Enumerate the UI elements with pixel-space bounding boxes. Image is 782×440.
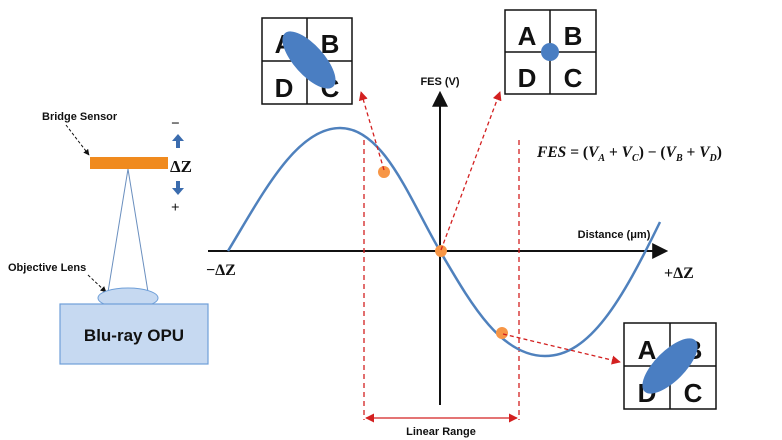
quad-a: A xyxy=(518,21,537,51)
linear-range-label: Linear Range xyxy=(406,426,476,438)
neg-delta-z-label: −ΔZ xyxy=(206,262,236,279)
plus-sign: + xyxy=(171,200,180,216)
quad-a: A xyxy=(638,335,657,365)
up-arrow-icon xyxy=(172,134,184,148)
linear-range: Linear Range xyxy=(363,140,520,438)
objective-lens-label: Objective Lens xyxy=(8,262,86,274)
bridge-sensor-pointer xyxy=(65,124,90,156)
opu-setup: Bridge Sensor − ΔZ + Objective Lens Blu-… xyxy=(8,111,209,365)
light-spot-elongated xyxy=(282,31,336,89)
curve-marker-upper xyxy=(378,166,390,178)
bridge-sensor-bar xyxy=(90,157,168,169)
quad-b: B xyxy=(321,29,340,59)
opu-label: Blu-ray OPU xyxy=(84,326,184,345)
quad-d: D xyxy=(275,73,294,103)
bridge-sensor-label: Bridge Sensor xyxy=(42,111,118,123)
quad-c: C xyxy=(684,378,703,408)
quadrant-detector-lower: A B D C xyxy=(623,322,717,410)
delta-z-label: ΔZ xyxy=(170,157,192,176)
curve-marker-zero xyxy=(435,245,447,257)
y-axis-label: FES (V) xyxy=(420,76,459,88)
curve-marker-lower xyxy=(496,327,508,339)
x-axis-label: Distance (μm) xyxy=(578,229,651,241)
light-spot-elongated xyxy=(642,338,698,394)
objective-lens-pointer xyxy=(87,274,107,293)
minus-sign: − xyxy=(171,116,180,132)
quadrant-detector-upper: A B D C xyxy=(261,17,353,105)
pos-delta-z-label: +ΔZ xyxy=(664,265,694,282)
pointer-to-lower-detector xyxy=(502,333,621,365)
quadrant-detector-center: A B D C xyxy=(504,9,597,95)
down-arrow-icon xyxy=(172,181,184,195)
quad-b: B xyxy=(564,21,583,51)
pointer-to-center-detector xyxy=(440,91,502,251)
axes: FES (V) Distance (μm) −ΔZ +ΔZ xyxy=(206,76,694,405)
quad-d: D xyxy=(518,63,537,93)
light-spot-round xyxy=(541,43,559,61)
fes-formula: FES = (VA + VC) − (VB + VD) xyxy=(536,144,722,164)
opu-box xyxy=(59,303,209,365)
quad-c: C xyxy=(564,63,583,93)
beam-left xyxy=(107,168,129,293)
beam-right xyxy=(127,168,149,293)
